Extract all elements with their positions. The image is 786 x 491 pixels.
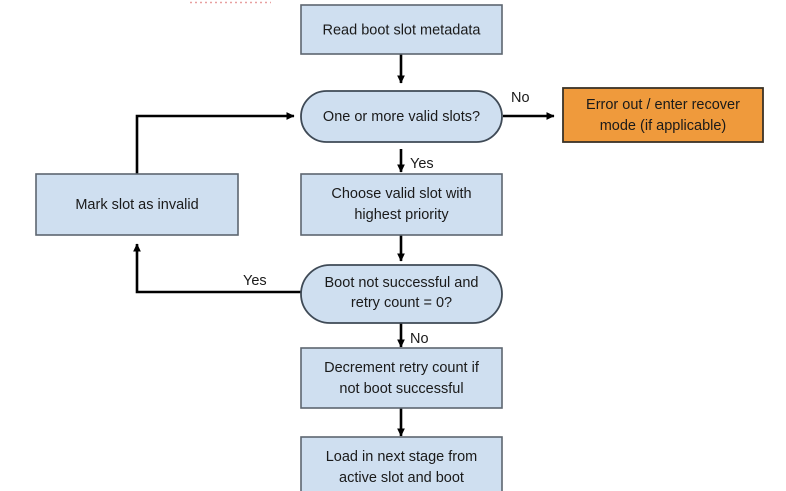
node-one-or-more-valid-slots-line-1: One or more valid slots? [323, 109, 480, 125]
node-load-next-stage[interactable]: Load in next stage from active slot and … [300, 436, 503, 491]
node-boot-not-successful[interactable]: Boot not successful and retry count = 0? [300, 264, 503, 324]
node-boot-not-successful-line-1: Boot not successful and [325, 275, 479, 291]
node-one-or-more-valid-slots[interactable]: One or more valid slots? [300, 90, 503, 143]
node-choose-valid-slot-line-1: Choose valid slot with [331, 186, 471, 202]
node-choose-valid-slot-line-2: highest priority [354, 207, 449, 223]
edge-boot-yes-to-mark-invalid [133, 243, 301, 294]
edge-mark-invalid-to-valid [135, 112, 295, 174]
node-boot-not-successful-line-2: retry count = 0? [351, 295, 452, 311]
node-decrement-retry-count[interactable]: Decrement retry count if not boot succes… [300, 347, 503, 409]
node-load-next-stage-line-2: active slot and boot [339, 470, 464, 486]
node-read-boot-slot-metadata-line-1: Read boot slot metadata [323, 22, 482, 38]
node-decrement-retry-count-line-1: Decrement retry count if [324, 360, 480, 376]
node-mark-slot-as-invalid[interactable]: Mark slot as invalid [35, 173, 239, 236]
edge-label-yes-retry-zero: Yes [243, 273, 267, 289]
node-mark-slot-as-invalid-line-1: Mark slot as invalid [75, 197, 198, 213]
node-read-boot-slot-metadata[interactable]: Read boot slot metadata [300, 4, 503, 55]
edge-label-no-retry-zero: No [410, 331, 429, 347]
node-error-out-line-1: Error out / enter recover [586, 97, 740, 113]
edge-label-yes-valid-slots: Yes [410, 156, 434, 172]
node-decrement-retry-count-line-2: not boot successful [339, 381, 463, 397]
node-load-next-stage-line-1: Load in next stage from [326, 449, 478, 465]
node-error-out-line-2: mode (if applicable) [600, 118, 727, 134]
node-error-out[interactable]: Error out / enter recover mode (if appli… [562, 87, 764, 143]
node-choose-valid-slot[interactable]: Choose valid slot with highest priority [300, 173, 503, 236]
edge-label-no-valid-slots: No [511, 90, 530, 106]
